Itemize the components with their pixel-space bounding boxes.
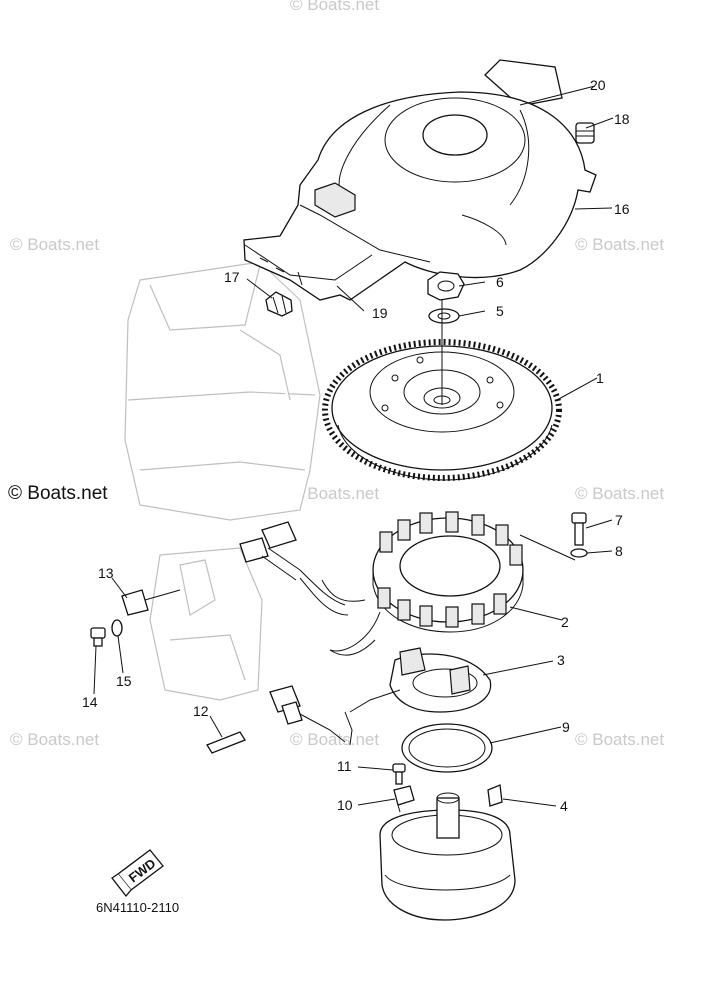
callout-1: 1 bbox=[596, 370, 604, 386]
callout-13: 13 bbox=[98, 565, 114, 581]
callout-labels: 1 2 3 4 5 6 7 8 9 10 11 12 13 14 15 16 1… bbox=[82, 77, 630, 814]
callout-8: 8 bbox=[615, 543, 623, 559]
key-plate-part[interactable] bbox=[206, 731, 246, 754]
grommet-part[interactable] bbox=[575, 122, 595, 144]
stator-part[interactable] bbox=[321, 511, 524, 652]
plain-washer-part[interactable] bbox=[111, 619, 123, 637]
callout-6: 6 bbox=[496, 274, 504, 290]
engine-block-outline bbox=[124, 261, 321, 701]
pulser-coil-part[interactable] bbox=[269, 647, 492, 746]
collar-part[interactable] bbox=[265, 291, 293, 317]
screw-part[interactable] bbox=[392, 763, 406, 785]
watermark-center-lower: © Boats.net bbox=[290, 730, 379, 749]
crankshaft-base bbox=[379, 792, 516, 921]
callout-9: 9 bbox=[562, 719, 570, 735]
stator-wiring bbox=[239, 521, 376, 656]
lock-washer-part[interactable] bbox=[570, 548, 588, 558]
callout-5: 5 bbox=[496, 303, 504, 319]
nut-part[interactable] bbox=[427, 271, 465, 301]
watermark-left-upper: © Boats.net bbox=[10, 235, 99, 254]
callout-19: 19 bbox=[372, 305, 388, 321]
diagram-code: 6N41110-2110 bbox=[96, 900, 179, 915]
callout-20: 20 bbox=[590, 77, 606, 93]
callout-4: 4 bbox=[560, 798, 568, 814]
bolt-part[interactable] bbox=[571, 512, 587, 546]
snap-ring-part[interactable] bbox=[401, 723, 493, 773]
watermark-right-upper: © Boats.net bbox=[575, 235, 664, 254]
bracket-part[interactable] bbox=[121, 589, 181, 616]
watermark-top: © Boats.net bbox=[290, 0, 379, 14]
callout-7: 7 bbox=[615, 512, 623, 528]
watermark-center-middle: © Boats.net bbox=[290, 484, 379, 503]
callout-11: 11 bbox=[337, 758, 352, 774]
leader-lines bbox=[93, 85, 614, 807]
watermark-right-middle: © Boats.net bbox=[575, 484, 664, 503]
callout-10: 10 bbox=[337, 797, 353, 813]
washer-part[interactable] bbox=[428, 308, 460, 324]
callout-15: 15 bbox=[116, 673, 132, 689]
callout-2: 2 bbox=[561, 614, 569, 630]
callout-12: 12 bbox=[193, 703, 209, 719]
callout-16: 16 bbox=[614, 201, 630, 217]
flywheel-part[interactable] bbox=[322, 339, 562, 481]
screw-bolt-part[interactable] bbox=[90, 627, 106, 647]
clamp-part[interactable] bbox=[393, 785, 415, 813]
watermark-right-lower: © Boats.net bbox=[575, 730, 664, 749]
flywheel-cover-part[interactable] bbox=[243, 91, 597, 301]
woodruff-key-part[interactable] bbox=[487, 784, 503, 807]
fwd-arrow-icon: FWD bbox=[111, 849, 164, 898]
watermark-left-lower: © Boats.net bbox=[10, 730, 99, 749]
callout-14: 14 bbox=[82, 694, 98, 710]
callout-18: 18 bbox=[614, 111, 630, 127]
watermarks: © Boats.net © Boats.net © Boats.net © Bo… bbox=[8, 0, 664, 749]
callout-3: 3 bbox=[557, 652, 565, 668]
watermark-left-middle: © Boats.net bbox=[8, 483, 108, 504]
callout-17: 17 bbox=[224, 269, 240, 285]
